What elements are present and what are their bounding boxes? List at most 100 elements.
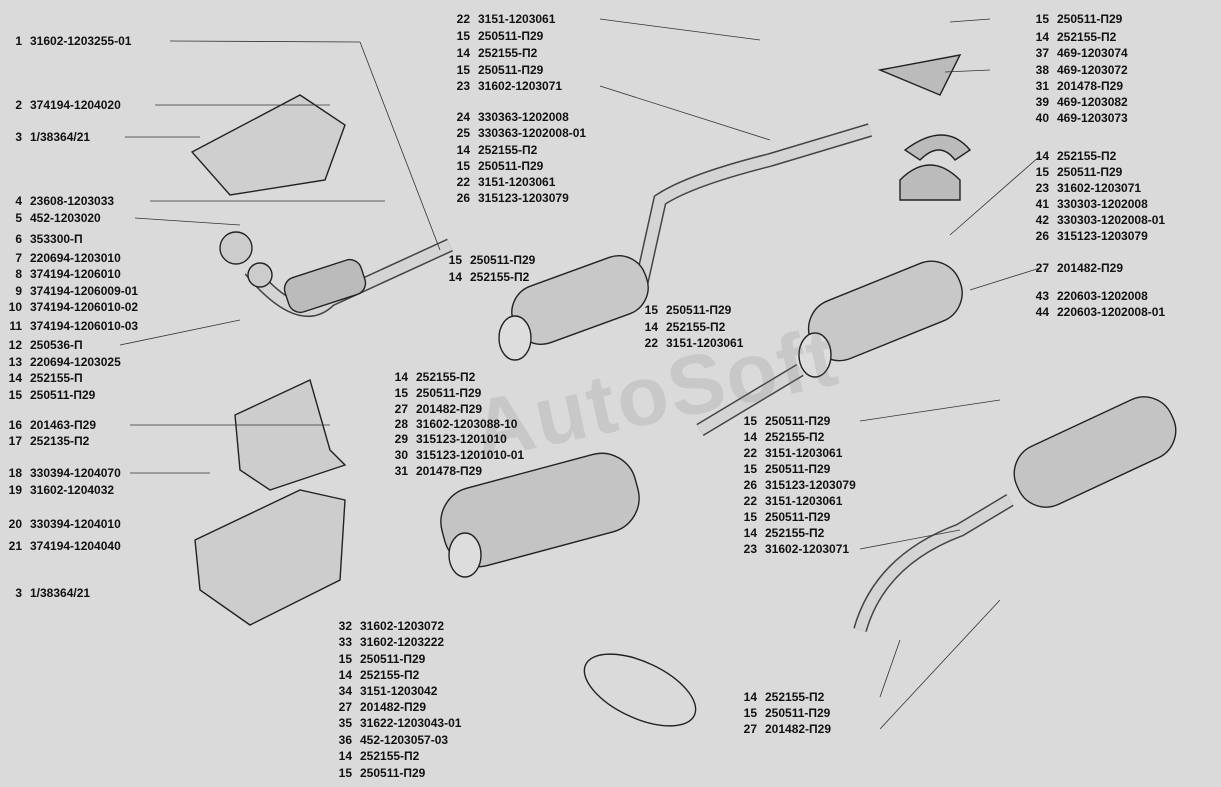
part-number: 374194-1204040 [30,539,121,553]
callout-number: 27 [1035,261,1049,275]
part-number: 252155-П [30,371,83,385]
part-number: 252155-П2 [1057,30,1117,44]
callout-number: 44 [1035,305,1049,319]
callout-number: 15 [338,652,352,666]
part-number: 250511-П29 [765,414,831,428]
part-number: 330394-1204010 [30,517,121,531]
part-number: 469-1203082 [1057,95,1128,109]
part-number: 315123-1203079 [1057,229,1148,243]
callout-label: 31 201478-П29 [1027,79,1123,93]
part-number: 250511-П29 [360,652,426,666]
callout-number: 3 [15,586,22,600]
part-number: 31602-1203088-10 [416,417,518,431]
callout-number: 22 [456,175,470,189]
callout-number: 40 [1035,111,1049,125]
part-number: 31602-1203071 [1057,181,1142,195]
callout-number: 22 [743,446,757,460]
callout-number: 42 [1035,213,1049,227]
callout-number: 19 [8,483,22,497]
callout-label: 43 220603-1202008 [1027,289,1148,303]
part-number: 3151-1203061 [765,494,843,508]
callout-number: 31 [1035,79,1049,93]
part-number: 252155-П2 [666,320,726,334]
callout-number: 26 [743,478,757,492]
callout-number: 31 [394,464,408,478]
part-number: 3151-1203061 [765,446,843,460]
part-number: 252155-П2 [1057,149,1117,163]
callout-number: 22 [644,336,658,350]
callout-number: 15 [743,462,757,476]
part-number: 374194-1204020 [30,98,121,112]
callout-number: 15 [743,706,757,720]
callout-number: 43 [1035,289,1049,303]
callout-number: 17 [8,434,22,448]
callout-number: 14 [338,749,352,763]
part-number: 374194-1206009-01 [30,284,139,298]
intermediate-pipe [633,123,873,292]
part-number: 201482-П29 [360,700,427,714]
part-number: 31602-1203071 [478,79,563,93]
callout-number: 23 [456,79,470,93]
callout-number: 41 [1035,197,1049,211]
callout-number: 24 [456,110,470,124]
callout-number: 15 [1035,165,1049,179]
part-number: 330363-1202008-01 [478,126,587,140]
callout-number: 10 [8,300,22,314]
callout-number: 12 [8,338,22,352]
part-number: 469-1203073 [1057,111,1128,125]
callout-number: 11 [9,319,22,333]
part-number: 201478-П29 [1057,79,1124,93]
callout-number: 15 [8,388,22,402]
part-number: 31602-1203071 [765,542,850,556]
callout-number: 15 [743,510,757,524]
callout-number: 16 [8,418,22,432]
callout-number: 15 [743,414,757,428]
callout-number: 15 [456,159,470,173]
callout-number: 1 [15,34,22,48]
callout-label: 15 250511-П29 [330,652,426,666]
heat-shield-lower [234,379,347,491]
callout-number: 35 [338,716,352,730]
leader-lines [119,18,1041,730]
part-number: 31602-1203255-01 [30,34,132,48]
callout-label: 15 250511-П29 [735,414,831,428]
callout-number: 14 [8,371,22,385]
callout-label: 23 31602-1203071 [448,79,562,93]
callout-number: 15 [456,63,470,77]
callout-number: 14 [1035,30,1049,44]
callout-number: 34 [338,684,352,698]
part-number: 330303-1202008-01 [1057,213,1166,227]
part-number: 252155-П2 [470,270,530,284]
callout-number: 15 [1035,12,1049,26]
part-number: 201463-П29 [30,418,97,432]
callout-number: 14 [448,270,462,284]
part-number: 252155-П2 [765,690,825,704]
part-number: 220603-1202008 [1057,289,1148,303]
part-number: 201478-П29 [416,464,483,478]
callout-label: 14 252155-П [0,371,83,385]
callout-label: 16 201463-П29 [0,418,96,432]
part-number: 250511-П29 [416,386,482,400]
